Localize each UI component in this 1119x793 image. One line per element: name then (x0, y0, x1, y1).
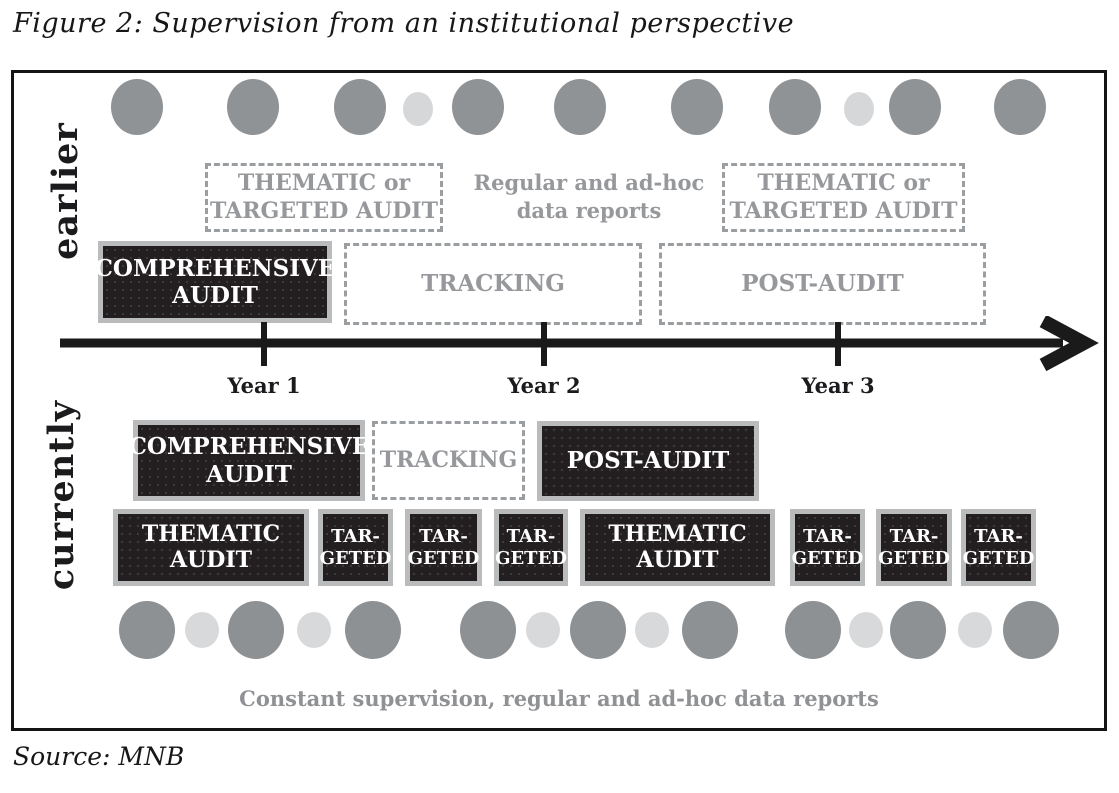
box-label-line: GETED (319, 547, 392, 569)
year-2-label: Year 2 (507, 373, 581, 398)
dot (682, 601, 738, 659)
tracking-box-earlier: TRACKING (344, 243, 642, 325)
source-label: Source: MNB (13, 742, 185, 771)
box-label-line: AUDIT (636, 546, 719, 573)
dot (890, 601, 946, 659)
box-label-line: GETED (962, 547, 1035, 569)
box-label-line: GETED (407, 547, 480, 569)
box-label-line: TAR- (974, 526, 1023, 548)
thematic-audit-box-2: THEMATIC AUDIT (580, 509, 775, 586)
box-label-line: THEMATIC or (237, 170, 411, 196)
comprehensive-audit-box-currently: COMPREHENSIVE AUDIT (129, 420, 369, 501)
figure-frame (11, 70, 1107, 731)
thematic-targeted-box-earlier-right: THEMATIC or TARGETED AUDIT (722, 163, 965, 232)
post-audit-box-earlier: POST-AUDIT (659, 243, 986, 325)
thematic-targeted-box-earlier-left: THEMATIC or TARGETED AUDIT (205, 163, 443, 232)
dot (119, 601, 175, 659)
box-label-line: TAR- (889, 526, 939, 548)
figure-title: Figure 2: Supervision from an institutio… (13, 8, 795, 39)
dot (460, 601, 516, 659)
dot (844, 92, 874, 126)
dot (994, 79, 1046, 135)
box-label-line: TAR- (803, 526, 852, 548)
dot (889, 79, 941, 135)
box-label-line: TAR- (419, 526, 468, 548)
dot (334, 79, 386, 135)
dot (403, 92, 433, 126)
dot (849, 612, 883, 648)
year-3-label: Year 3 (801, 373, 875, 398)
box-label-line: TARGETED AUDIT (210, 197, 438, 224)
box-label: TRACKING (379, 446, 518, 473)
box-label: TRACKING (421, 269, 565, 297)
thematic-audit-box-1: THEMATIC AUDIT (113, 509, 309, 586)
box-label-line: COMPREHENSIVE (94, 254, 336, 282)
box-label-line: THEMATIC (608, 520, 747, 547)
dot (570, 601, 626, 659)
dot (958, 612, 992, 648)
dot (185, 612, 219, 648)
box-label-line: THEMATIC (141, 520, 281, 547)
targeted-box-2: TAR- GETED (405, 509, 482, 586)
box-label-line: GETED (878, 547, 950, 569)
box-label-line: AUDIT (206, 460, 292, 488)
timeline-axis (60, 316, 1099, 372)
box-label-line: AUDIT (170, 546, 252, 573)
box-label-line: TARGETED AUDIT (729, 197, 958, 224)
dot (635, 612, 669, 648)
note-line: data reports (516, 198, 662, 224)
earlier-label: earlier (45, 122, 86, 260)
box-label-line: COMPREHENSIVE (128, 433, 370, 461)
arrowhead-icon (1039, 316, 1099, 372)
box-label-line: THEMATIC or (757, 170, 930, 196)
box-label-line: TAR- (506, 526, 556, 548)
targeted-box-1: TAR- GETED (318, 509, 393, 586)
note-line: Regular and ad-hoc (473, 170, 705, 195)
dot (1003, 601, 1059, 659)
targeted-box-3: TAR- GETED (494, 509, 568, 586)
targeted-box-4: TAR- GETED (790, 509, 865, 586)
targeted-box-6: TAR- GETED (961, 509, 1036, 586)
box-label: POST-AUDIT (566, 447, 730, 475)
dot (785, 601, 841, 659)
data-reports-note: Regular and ad-hoc data reports (469, 169, 709, 226)
dot (111, 79, 163, 135)
dot (769, 79, 821, 135)
dot (671, 79, 723, 135)
dot (452, 79, 504, 135)
dot (228, 601, 284, 659)
dot (297, 612, 331, 648)
targeted-box-5: TAR- GETED (876, 509, 952, 586)
dot (554, 79, 606, 135)
dot (227, 79, 279, 135)
box-label: POST-AUDIT (741, 269, 904, 297)
box-label-line: AUDIT (172, 282, 258, 309)
box-label-line: TAR- (331, 526, 380, 548)
currently-label: currently (41, 399, 82, 591)
post-audit-box-currently: POST-AUDIT (537, 421, 759, 501)
constant-supervision-caption: Constant supervision, regular and ad-hoc… (239, 686, 879, 711)
dot (526, 612, 560, 648)
dot (345, 601, 401, 659)
box-label-line: GETED (495, 547, 567, 569)
tracking-box-currently: TRACKING (372, 421, 525, 500)
comprehensive-audit-box-earlier: COMPREHENSIVE AUDIT (95, 241, 335, 323)
box-label-line: GETED (791, 547, 864, 569)
year-1-label: Year 1 (227, 373, 301, 398)
